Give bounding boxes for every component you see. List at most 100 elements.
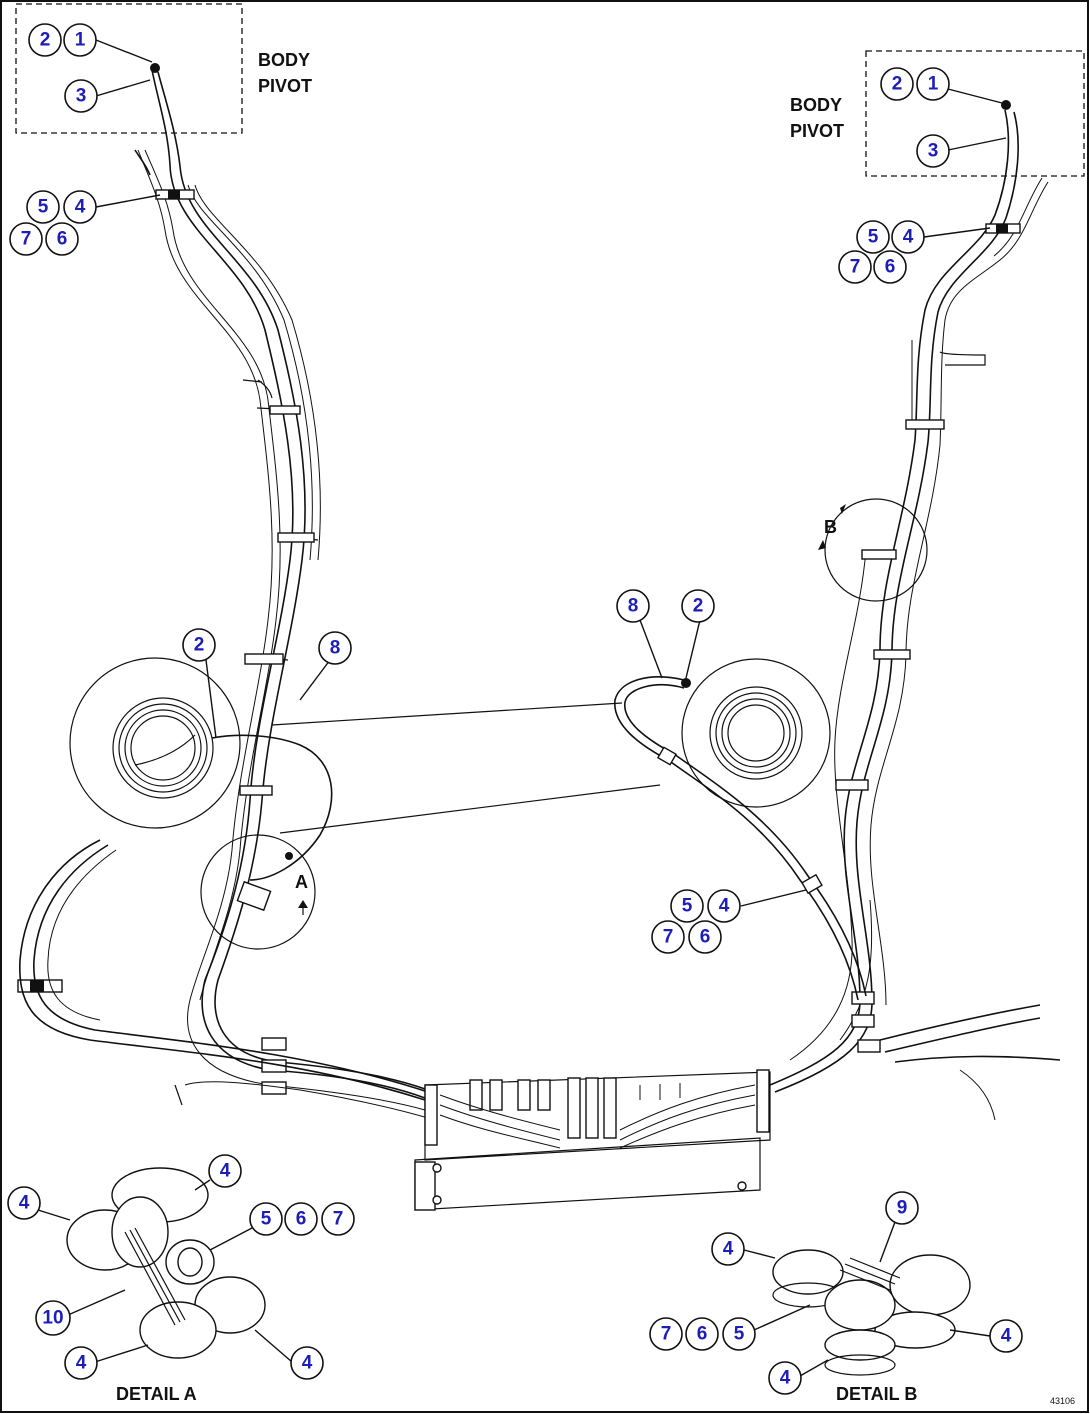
callout-bubble: 5 (722, 1317, 756, 1351)
svg-text:4: 4 (220, 1161, 231, 1182)
svg-text:7: 7 (21, 229, 32, 250)
body-pivot-left-box (15, 3, 243, 134)
svg-text:6: 6 (697, 1324, 708, 1345)
callout-bubble: 2 (681, 589, 715, 623)
svg-text:2: 2 (194, 635, 205, 656)
callout-bubble: 2 (28, 23, 62, 57)
callout-bubble: 7 (9, 222, 43, 256)
svg-text:8: 8 (330, 638, 341, 659)
callout-bubble: 1 (916, 67, 950, 101)
callout-bubble: 7 (321, 1202, 355, 1236)
svg-text:9: 9 (897, 1198, 908, 1219)
svg-text:4: 4 (1001, 1326, 1012, 1347)
svg-text:3: 3 (928, 141, 939, 162)
callout-bubble: 9 (885, 1191, 919, 1225)
right-hose-bundle (769, 109, 1061, 1121)
callout-bubble: 2 (880, 67, 914, 101)
callout-bubble: 6 (685, 1317, 719, 1351)
svg-text:4: 4 (719, 896, 730, 917)
left-wheel-hub (69, 657, 241, 829)
callout-bubble: 4 (63, 190, 97, 224)
view-a-label: A (295, 872, 308, 892)
callout-bubble: 10 (35, 1300, 71, 1336)
svg-text:5: 5 (868, 227, 879, 248)
svg-text:4: 4 (903, 227, 914, 248)
detail-b-view-circle (818, 498, 928, 602)
body-pivot-left-label-1: BODY (258, 50, 310, 70)
svg-text:7: 7 (333, 1209, 344, 1230)
svg-text:1: 1 (928, 74, 939, 95)
callout-bubble: 1 (63, 23, 97, 57)
callout-bubble: 6 (45, 222, 79, 256)
svg-text:7: 7 (850, 257, 861, 278)
svg-text:1: 1 (75, 30, 86, 51)
callout-bubble: 4 (768, 1361, 802, 1395)
callout-bubble: 4 (989, 1319, 1023, 1353)
svg-text:4: 4 (75, 197, 86, 218)
callout-bubble: 7 (649, 1317, 683, 1351)
left-clamps (17, 189, 315, 1095)
callout-bubble: 8 (616, 589, 650, 623)
svg-text:5: 5 (734, 1324, 745, 1345)
leader-lines (37, 39, 1007, 1377)
svg-text:5: 5 (38, 197, 49, 218)
svg-text:6: 6 (296, 1209, 307, 1230)
view-b-label: B (824, 517, 837, 537)
svg-text:4: 4 (780, 1368, 791, 1389)
callout-bubble: 4 (208, 1154, 242, 1188)
callout-bubble: 4 (711, 1232, 745, 1266)
callout-bubble: 4 (290, 1346, 324, 1380)
callout-bubble: 5 (249, 1202, 283, 1236)
callout-bubble: 3 (916, 134, 950, 168)
callout-bubble: 8 (318, 631, 352, 665)
svg-text:5: 5 (261, 1209, 272, 1230)
axle-line-top (271, 702, 623, 726)
svg-text:10: 10 (42, 1308, 63, 1329)
svg-text:4: 4 (76, 1353, 87, 1374)
callout-bubble: 4 (707, 889, 741, 923)
svg-text:2: 2 (40, 30, 51, 51)
detail-b-label: DETAIL B (836, 1384, 917, 1404)
detail-a-drawing (66, 1167, 266, 1359)
callout-bubble: 7 (838, 250, 872, 284)
callout-bubble: 4 (891, 220, 925, 254)
body-pivot-left-label-2: PIVOT (258, 76, 312, 96)
far-left-hoses (19, 839, 429, 1119)
left-pivot-fitting (150, 63, 160, 73)
figure-number: 43106 (1050, 1396, 1075, 1406)
svg-text:4: 4 (723, 1239, 734, 1260)
callout-bubble: 6 (873, 250, 907, 284)
left-loop-hose (211, 734, 333, 881)
callout-bubble: 5 (856, 220, 890, 254)
callout-bubble: 6 (284, 1202, 318, 1236)
callout-bubble: 6 (688, 920, 722, 954)
svg-text:4: 4 (302, 1353, 313, 1374)
svg-text:6: 6 (700, 927, 711, 948)
svg-text:2: 2 (892, 74, 903, 95)
callout-bubble: 4 (64, 1346, 98, 1380)
callout-bubble: 7 (651, 920, 685, 954)
callout-bubble: 2 (182, 628, 216, 662)
right-wheel-hub (681, 658, 831, 808)
svg-text:5: 5 (682, 896, 693, 917)
svg-text:6: 6 (57, 229, 68, 250)
body-pivot-right-label-2: PIVOT (790, 121, 844, 141)
callout-bubble: 5 (26, 190, 60, 224)
axle-line-bottom (279, 784, 661, 834)
body-pivot-right-box (865, 50, 1085, 177)
left-hose-bundle (134, 69, 429, 1111)
detail-a-view-circle (200, 834, 316, 950)
svg-text:2: 2 (693, 596, 704, 617)
svg-text:8: 8 (628, 596, 639, 617)
center-hose (614, 676, 867, 1001)
detail-a-label: DETAIL A (116, 1384, 197, 1404)
svg-text:4: 4 (19, 1193, 30, 1214)
callout-bubble: 3 (64, 79, 98, 113)
detail-b-drawing (772, 1249, 971, 1376)
svg-text:7: 7 (663, 927, 674, 948)
valve-block (414, 1069, 771, 1211)
svg-text:3: 3 (76, 86, 87, 107)
svg-text:7: 7 (661, 1324, 672, 1345)
